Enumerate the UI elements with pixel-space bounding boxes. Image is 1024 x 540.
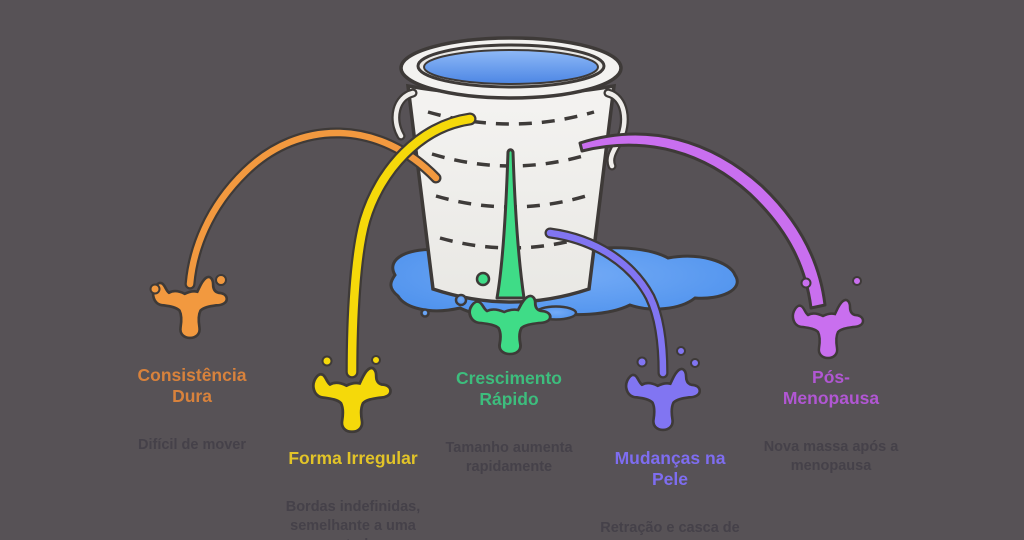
stream-consistencia-dura bbox=[149, 127, 442, 340]
stream-forma-irregular bbox=[311, 112, 477, 434]
bucket-illustration bbox=[391, 36, 629, 321]
label-crescimento-rapido: Crescimento Rápido Tamanho aumenta rapid… bbox=[399, 350, 619, 495]
droplets bbox=[636, 346, 700, 368]
droplets bbox=[149, 274, 227, 295]
droplets bbox=[800, 276, 862, 289]
water-surface bbox=[423, 49, 599, 85]
item-title: Crescimento Rápido bbox=[455, 368, 562, 409]
item-subtitle: Difícil de mover bbox=[138, 437, 246, 453]
stream-mudancas-na-pele bbox=[544, 227, 702, 432]
item-title: Forma Irregular bbox=[288, 448, 418, 468]
stream-pos-menopausa bbox=[578, 132, 865, 360]
label-consistencia-dura: Consistência Dura Difícil de mover bbox=[82, 347, 302, 473]
label-mudancas-na-pele: Mudanças na Pele Retração e casca de lar… bbox=[560, 430, 780, 540]
item-title: Mudanças na Pele bbox=[614, 448, 726, 489]
item-subtitle: Nova massa após a menopausa bbox=[763, 439, 899, 474]
label-pos-menopausa: Pós- Menopausa Nova massa após a menopau… bbox=[721, 349, 941, 494]
item-subtitle: Bordas indefinidas, semelhante a uma est… bbox=[285, 499, 421, 540]
item-subtitle: Tamanho aumenta rapidamente bbox=[445, 440, 573, 475]
label-forma-irregular: Forma Irregular Bordas indefinidas, seme… bbox=[243, 430, 463, 540]
droplets bbox=[321, 355, 381, 367]
paint-stream bbox=[578, 132, 827, 310]
item-title: Pós- Menopausa bbox=[782, 367, 880, 408]
green-drip-dot bbox=[475, 271, 491, 287]
stream-crescimento-rapido bbox=[468, 148, 552, 356]
item-subtitle: Retração e casca de laranja bbox=[600, 520, 740, 540]
paint-stream bbox=[495, 148, 526, 300]
item-title: Consistência Dura bbox=[137, 365, 247, 406]
